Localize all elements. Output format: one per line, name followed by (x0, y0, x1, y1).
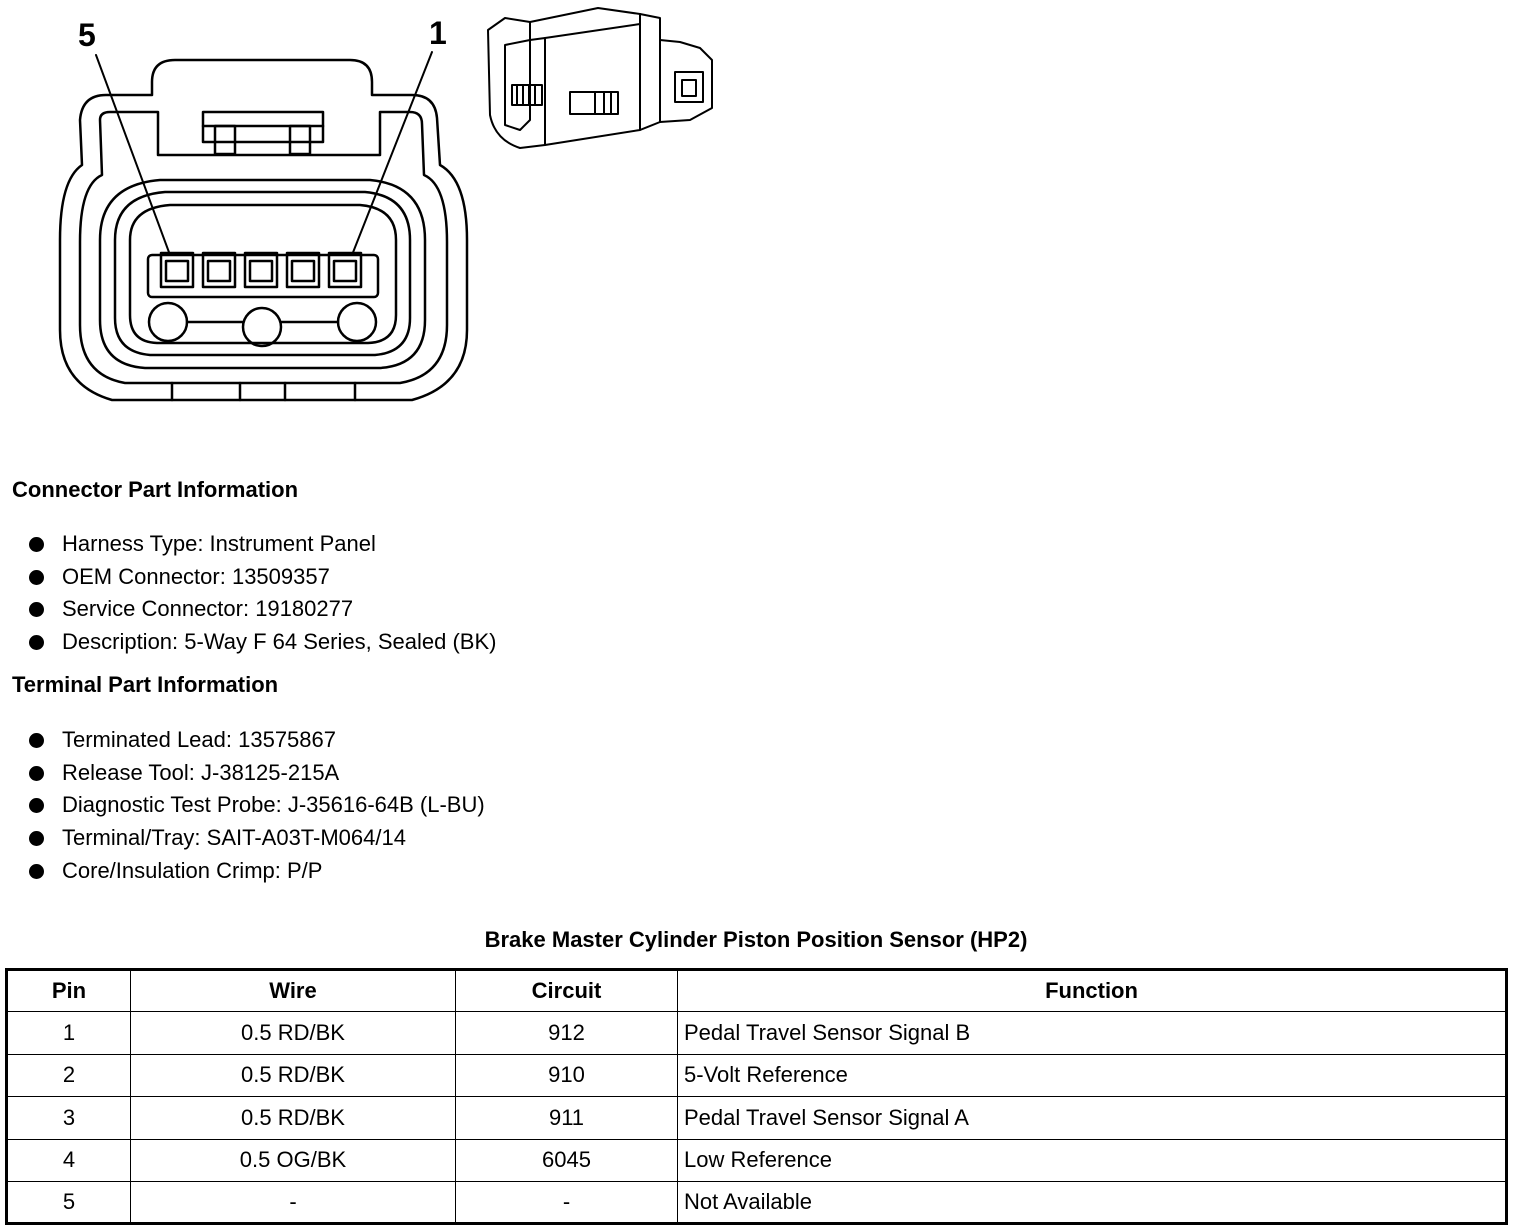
cell-pin: 1 (6, 1011, 131, 1055)
bullet-icon (29, 569, 44, 585)
bullet-icon (29, 733, 44, 748)
terminal-cavity-1 (327, 251, 363, 289)
table-header-row: Pin Wire Circuit Function (6, 968, 1507, 1013)
bullet-icon (29, 863, 44, 879)
column-header-pin: Pin (6, 968, 131, 1013)
table-row: 4 0.5 OG/BK 6045 Low Reference (6, 1138, 1507, 1182)
cell-function: Pedal Travel Sensor Signal B (677, 1011, 1507, 1055)
cell-wire: 0.5 RD/BK (130, 1053, 456, 1098)
list-item: Harness Type: Instrument Panel (0, 528, 496, 561)
cell-pin: 3 (6, 1096, 131, 1140)
bullet-icon (29, 831, 44, 847)
bullet-icon (29, 602, 44, 618)
connector-housing-outer (58, 58, 469, 402)
cell-function: 5-Volt Reference (677, 1053, 1507, 1098)
pin-5-leader-line (95, 54, 171, 256)
connector-cavity-ring (98, 178, 427, 370)
connector-info-heading: Connector Part Information (12, 477, 299, 502)
cell-pin: 2 (6, 1053, 131, 1098)
connector-info-list: Harness Type: Instrument Panel OEM Conne… (0, 528, 496, 659)
pin-1-callout: 1 (429, 15, 447, 51)
connector-latch (201, 110, 325, 156)
bullet-icon (29, 765, 44, 781)
pin-1-leader-line (351, 51, 433, 256)
terminal-strip (146, 253, 380, 299)
cell-wire: 0.5 RD/BK (130, 1096, 456, 1140)
column-header-wire: Wire (130, 968, 456, 1013)
terminal-cavity-3 (243, 251, 279, 289)
cell-wire: 0.5 RD/BK (130, 1011, 456, 1055)
cell-circuit: - (455, 1180, 678, 1225)
cell-circuit: 910 (455, 1053, 678, 1098)
pinout-table: Pin Wire Circuit Function 1 0.5 RD/BK 91… (5, 968, 1508, 1226)
column-header-circuit: Circuit (455, 968, 678, 1013)
table-row: 5 - - Not Available (6, 1180, 1507, 1225)
connector-diagram: 5 1 (58, 7, 713, 402)
list-item: Terminated Lead: 13575867 (0, 724, 485, 757)
table-row: 1 0.5 RD/BK 912 Pedal Travel Sensor Sign… (6, 1011, 1507, 1055)
list-item: OEM Connector: 13509357 (0, 561, 496, 594)
cell-function: Pedal Travel Sensor Signal A (677, 1096, 1507, 1140)
cell-circuit: 6045 (455, 1138, 678, 1182)
table-title: Brake Master Cylinder Piston Position Se… (484, 927, 1028, 952)
cell-wire: - (130, 1180, 456, 1225)
bullet-icon (29, 537, 44, 552)
list-item: Service Connector: 19180277 (0, 593, 496, 626)
column-header-function: Function (677, 968, 1507, 1013)
cell-function: Low Reference (677, 1138, 1507, 1182)
terminal-cavity-5 (159, 251, 195, 289)
terminal-info-heading: Terminal Part Information (12, 672, 279, 697)
list-item: Description: 5-Way F 64 Series, Sealed (… (0, 626, 496, 659)
terminal-info-list: Terminated Lead: 13575867 Release Tool: … (0, 724, 485, 887)
cell-circuit: 911 (455, 1096, 678, 1140)
bullet-icon (29, 798, 44, 814)
table-row: 3 0.5 RD/BK 911 Pedal Travel Sensor Sign… (6, 1096, 1507, 1140)
connector-3d-view (487, 7, 713, 149)
cell-circuit: 912 (455, 1011, 678, 1055)
terminal-cavity-4 (201, 251, 237, 289)
list-item: Terminal/Tray: SAIT-A03T-M064/14 (0, 822, 485, 855)
pin-5-callout: 5 (78, 17, 96, 53)
list-item: Diagnostic Test Probe: J-35616-64B (L-BU… (0, 789, 485, 822)
cell-function: Not Available (677, 1180, 1507, 1225)
cell-pin: 5 (6, 1180, 131, 1225)
cell-pin: 4 (6, 1138, 131, 1182)
terminal-cavity-2 (285, 251, 321, 289)
bullet-icon (29, 635, 44, 651)
cell-wire: 0.5 OG/BK (130, 1138, 456, 1182)
list-item: Core/Insulation Crimp: P/P (0, 855, 485, 888)
list-item: Release Tool: J-38125-215A (0, 757, 485, 790)
table-row: 2 0.5 RD/BK 910 5-Volt Reference (6, 1053, 1507, 1098)
